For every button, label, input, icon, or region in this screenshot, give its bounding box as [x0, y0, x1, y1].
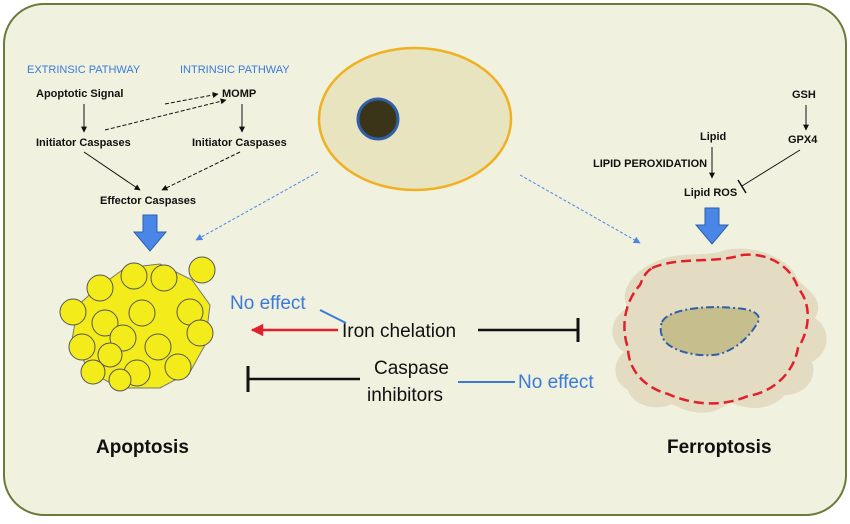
apoptotic-signal-label: Apoptotic Signal: [36, 88, 123, 100]
no-effect-top-label: No effect: [230, 293, 306, 314]
lipid-ros-label: Lipid ROS: [684, 187, 737, 199]
apoptotic-bleb: [86, 274, 114, 302]
apoptotic-bleb: [186, 319, 214, 347]
apoptotic-bleb: [97, 342, 123, 368]
apoptosis-title: Apoptosis: [96, 437, 189, 458]
gpx4-label: GPX4: [788, 134, 818, 146]
intrinsic-pathway-title: INTRINSIC PATHWAY: [180, 64, 290, 76]
gsh-label: GSH: [792, 89, 816, 101]
apoptotic-bleb: [128, 299, 156, 327]
ferroptosis-title: Ferroptosis: [667, 437, 772, 458]
apoptotic-bleb: [59, 298, 87, 326]
no-effect-bottom-label: No effect: [518, 372, 594, 393]
ferroptotic-mitochondrion: [659, 306, 760, 357]
big-down-arrow-apoptosis: [132, 214, 168, 252]
no-effect-top-connector: [319, 309, 347, 324]
ferroptotic-cell: [612, 248, 827, 413]
caspase-label-line1: Caspase: [374, 358, 449, 379]
extrinsic-initiator-caspases-label: Initiator Caspases: [36, 137, 131, 149]
apoptotic-blebs: [59, 256, 216, 392]
lipid-label: Lipid: [700, 131, 726, 143]
big-down-arrow-ferroptosis: [694, 207, 730, 245]
intrinsic-initiator-caspases-label: Initiator Caspases: [192, 137, 287, 149]
cell-to-apoptosis-arrow: [195, 171, 319, 241]
arrow-extrinsic-to-effector: [83, 151, 141, 191]
cell-to-ferroptosis-arrow: [519, 174, 641, 244]
apoptotic-bleb: [108, 368, 132, 392]
arrow-signal-to-momp: [164, 92, 219, 105]
apoptotic-bleb: [68, 333, 96, 361]
apoptotic-bleb: [188, 256, 216, 284]
apoptotic-bleb: [150, 264, 178, 292]
cell-nucleus: [356, 97, 400, 141]
ferroptotic-membrane: [623, 253, 809, 405]
healthy-cell: [317, 46, 513, 192]
arrow-intrinsic-to-effector: [161, 151, 241, 191]
arrow-initiator-to-momp: [104, 98, 227, 131]
iron-chelation-label: Iron chelation: [342, 321, 456, 342]
apoptotic-bleb: [91, 309, 119, 337]
extrinsic-pathway-title: EXTRINSIC PATHWAY: [27, 64, 141, 76]
momp-label: MOMP: [222, 88, 256, 100]
gpx4-inhibit-bar: [737, 179, 747, 194]
apoptotic-bleb: [144, 333, 172, 361]
effector-caspases-label: Effector Caspases: [100, 195, 196, 207]
apoptotic-bleb: [120, 262, 148, 290]
gpx4-inhibits-lipid-ros: [741, 149, 801, 187]
lipid-peroxidation-label: LIPID PEROXIDATION: [593, 158, 707, 170]
caspase-label-line2: inhibitors: [367, 385, 443, 406]
apoptotic-bleb: [80, 359, 106, 385]
apoptotic-bleb: [164, 353, 192, 381]
apoptotic-cell: [59, 256, 216, 392]
